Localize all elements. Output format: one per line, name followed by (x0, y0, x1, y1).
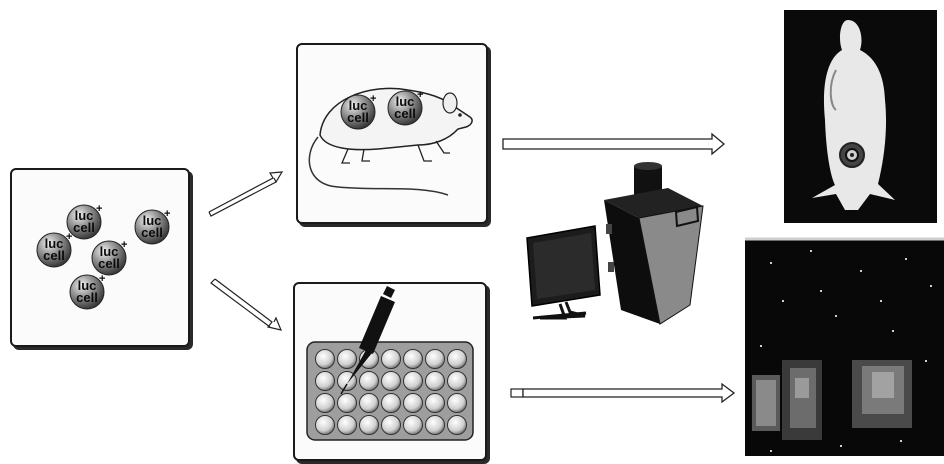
arrow-cells-to-plate (211, 279, 281, 330)
noise-dot (835, 315, 837, 317)
noise-dot (840, 445, 842, 447)
noise-dot (900, 440, 902, 442)
noise-dot (892, 330, 894, 332)
bioluminescence-image-icon (784, 10, 937, 223)
arrow-plate-to-image (511, 384, 734, 402)
noise-dot (860, 270, 862, 272)
noise-dot (930, 285, 932, 287)
noise-dot (880, 300, 882, 302)
noise-dot (810, 250, 812, 252)
arrow-cells-to-mouse (209, 172, 282, 216)
well-plate-image-icon (745, 239, 944, 456)
noise-dot (925, 360, 927, 362)
noise-dot (770, 262, 772, 264)
noise-dot (782, 300, 784, 302)
noise-dot (905, 258, 907, 260)
imaging-camera-icon (604, 162, 703, 324)
noise-dot (770, 450, 772, 452)
noise-dot (820, 290, 822, 292)
noise-dot (760, 345, 762, 347)
monitor-icon (527, 226, 600, 318)
arrow-mouse-to-image (503, 134, 724, 154)
